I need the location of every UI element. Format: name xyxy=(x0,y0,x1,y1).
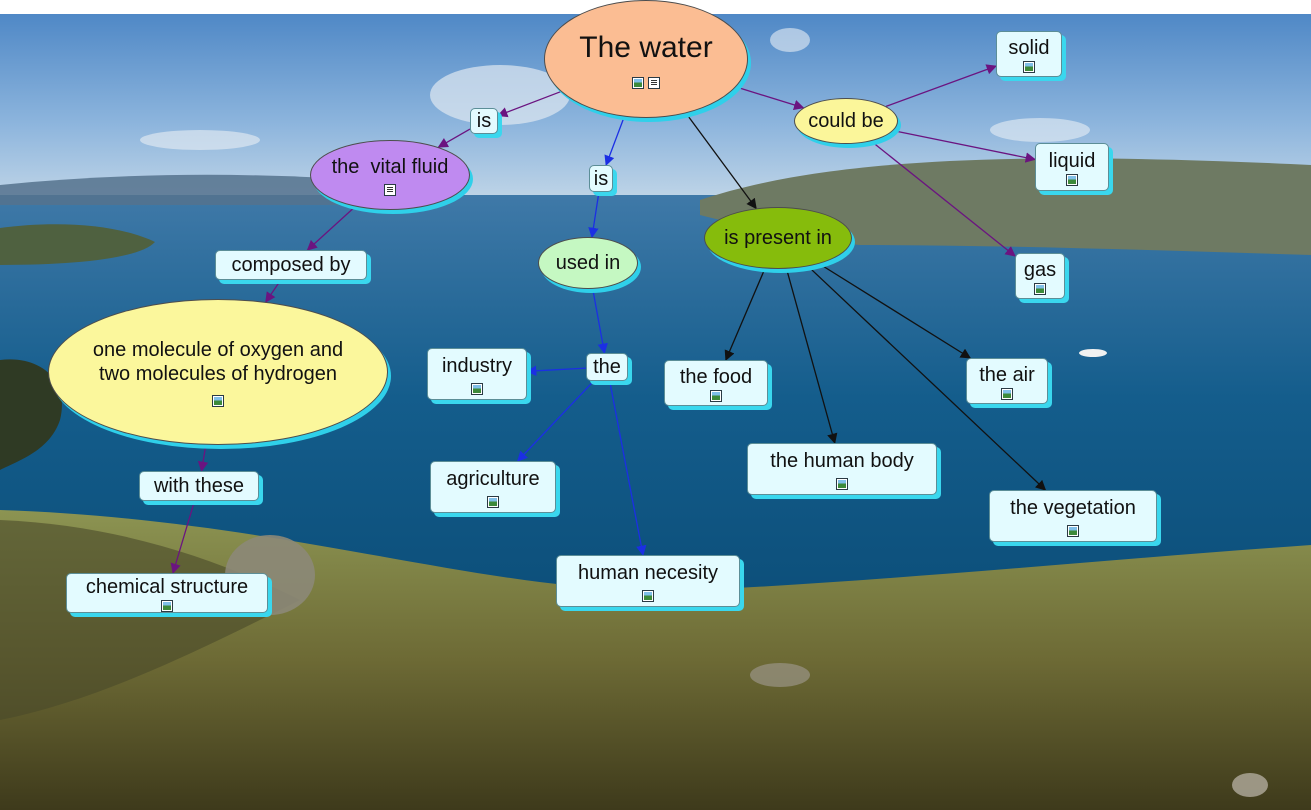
image-icon[interactable] xyxy=(1066,173,1078,186)
link-phrase-the[interactable]: the xyxy=(586,353,628,381)
node-human-necesity[interactable]: human necesity xyxy=(556,555,740,607)
node-the-vegetation[interactable]: the vegetation xyxy=(989,490,1157,542)
node-label: agriculture xyxy=(446,467,540,490)
image-icon[interactable] xyxy=(1067,524,1079,537)
node-label: is present in xyxy=(724,227,832,249)
node-industry[interactable]: industry xyxy=(427,348,527,400)
node-label: human necesity xyxy=(577,561,719,584)
image-icon[interactable] xyxy=(632,76,644,89)
node-label: the vegetation xyxy=(1010,496,1136,519)
node-gas[interactable]: gas xyxy=(1015,253,1065,299)
image-icon[interactable] xyxy=(487,495,499,508)
node-label-line1: one molecule of oxygen and xyxy=(92,338,344,361)
node-label: gas xyxy=(1023,258,1057,281)
image-icon[interactable] xyxy=(212,394,224,407)
node-label: chemical structure xyxy=(85,575,249,598)
node-label: the human body xyxy=(770,449,914,472)
node-the-water[interactable]: The water xyxy=(544,0,748,118)
node-label: is xyxy=(593,167,609,190)
node-could-be[interactable]: could be xyxy=(794,98,898,144)
link-phrase-with-these[interactable]: with these xyxy=(139,471,259,501)
node-used-in[interactable]: used in xyxy=(538,237,638,289)
node-label: is xyxy=(476,110,492,132)
node-the-air[interactable]: the air xyxy=(966,358,1048,404)
node-label: used in xyxy=(555,252,621,274)
image-icon[interactable] xyxy=(642,589,654,602)
document-icon[interactable] xyxy=(648,76,660,89)
link-phrase-is-left[interactable]: is xyxy=(470,108,498,134)
node-chemical-structure[interactable]: chemical structure xyxy=(66,573,268,613)
node-label: could be xyxy=(808,110,884,132)
node-label: the air xyxy=(979,363,1035,386)
node-label-line2: two molecules of hydrogen xyxy=(99,362,337,385)
image-icon[interactable] xyxy=(1034,282,1046,295)
node-label: composed by xyxy=(231,254,351,276)
node-label: liquid xyxy=(1048,149,1096,172)
image-icon[interactable] xyxy=(836,477,848,490)
node-label: the vital fluid xyxy=(331,155,449,178)
node-the-food[interactable]: the food xyxy=(664,360,768,406)
link-phrase-composed-by[interactable]: composed by xyxy=(215,250,367,280)
node-label: industry xyxy=(441,354,513,377)
image-icon[interactable] xyxy=(471,382,483,395)
document-icon[interactable] xyxy=(384,183,396,196)
node-the-vital-fluid[interactable]: the vital fluid xyxy=(310,140,470,210)
node-label: the food xyxy=(679,365,753,388)
image-icon[interactable] xyxy=(161,599,173,612)
node-label: The water xyxy=(579,30,713,64)
link-phrase-is-mid[interactable]: is xyxy=(589,165,613,192)
node-solid[interactable]: solid xyxy=(996,31,1062,77)
node-liquid[interactable]: liquid xyxy=(1035,143,1109,191)
node-label: with these xyxy=(153,475,245,497)
node-molecule[interactable]: one molecule of oxygen and two molecules… xyxy=(48,299,388,445)
image-icon[interactable] xyxy=(1023,60,1035,73)
node-the-human-body[interactable]: the human body xyxy=(747,443,937,495)
node-is-present-in[interactable]: is present in xyxy=(704,207,852,269)
node-agriculture[interactable]: agriculture xyxy=(430,461,556,513)
node-label: solid xyxy=(1008,36,1050,59)
image-icon[interactable] xyxy=(710,389,722,402)
node-label: the xyxy=(593,356,621,378)
image-icon[interactable] xyxy=(1001,387,1013,400)
